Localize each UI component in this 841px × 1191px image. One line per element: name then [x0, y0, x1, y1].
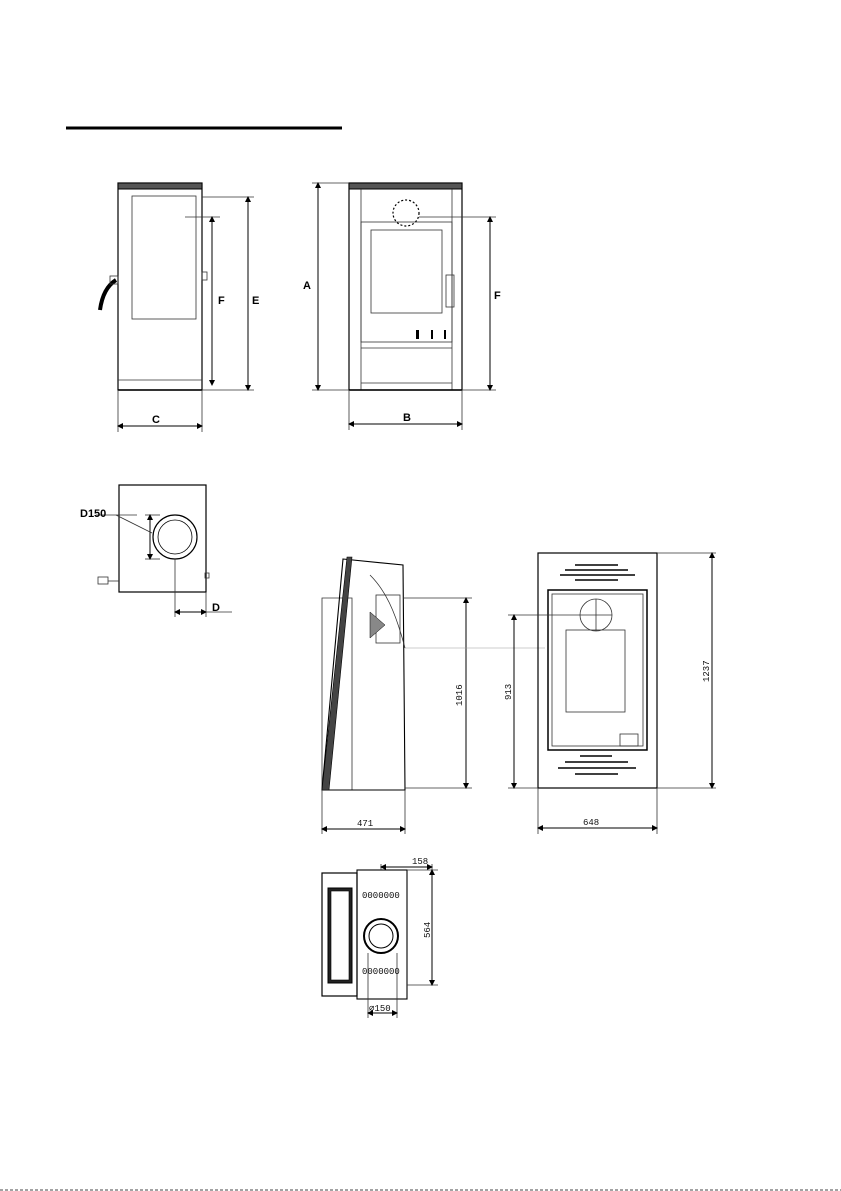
label-f-side: F: [218, 295, 225, 307]
label-f-front: F: [494, 290, 501, 302]
dim-564: 564: [423, 922, 433, 938]
label-b: B: [403, 412, 411, 424]
side-view-drawing: [100, 183, 254, 432]
dim-1237: 1237: [702, 660, 712, 682]
label-e: E: [252, 295, 259, 307]
label-d: D: [212, 602, 220, 614]
small-top-view-drawing: [96, 485, 232, 617]
front-view-drawing: [312, 183, 496, 430]
label-c: C: [152, 414, 160, 426]
dim-1016: 1016: [455, 684, 465, 706]
bottom-vent-lines: [558, 756, 636, 774]
tech-front-view-drawing: [508, 553, 716, 834]
label-d150: D150: [80, 508, 106, 520]
tech-top-view-drawing: [322, 864, 438, 1018]
dim-flue-diameter: ∅150: [369, 1004, 391, 1014]
dim-471: 471: [357, 819, 373, 829]
dim-648: 648: [583, 818, 599, 828]
dim-158: 158: [412, 857, 428, 867]
vent-row-bottom: 0000000: [362, 967, 400, 977]
dim-913: 913: [504, 684, 514, 700]
vent-row-top: 0000000: [362, 891, 400, 901]
label-a: A: [303, 280, 311, 292]
top-vent-lines: [560, 565, 635, 580]
